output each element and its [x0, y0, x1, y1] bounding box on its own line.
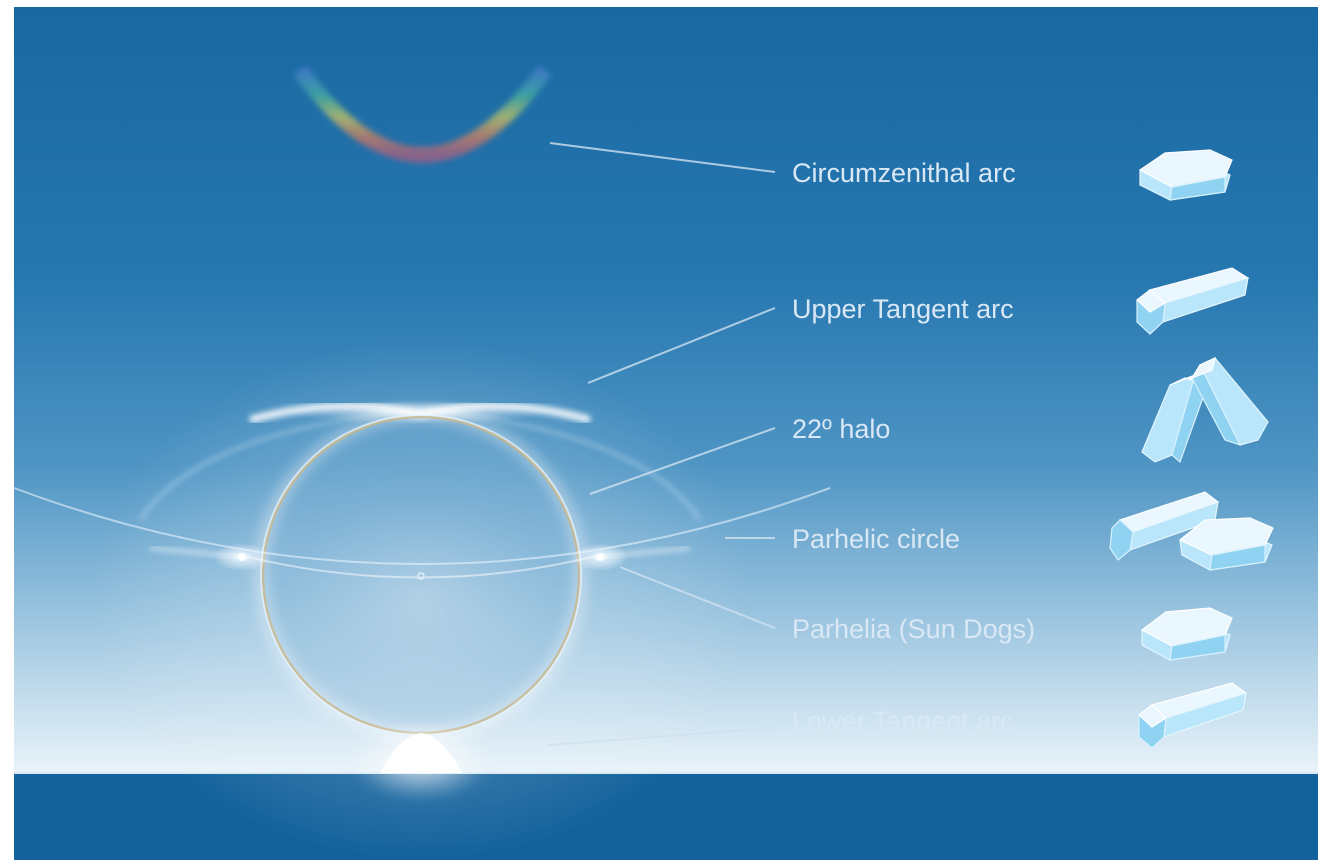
leader-lower-tangent: [547, 727, 776, 746]
label-circumzenithal-arc: Circumzenithal arc: [792, 158, 1016, 188]
random-columns-crystal-icon: [1141, 356, 1269, 464]
halo-22-ring: [254, 408, 588, 742]
label-upper-tangent-arc: Upper Tangent arc: [792, 294, 1014, 324]
label-parhelic-circle: Parhelic circle: [792, 524, 960, 554]
leader-parhelia: [619, 566, 776, 629]
label-parhelia: Parhelia (Sun Dogs): [792, 614, 1035, 644]
sun-glow: [91, 340, 751, 860]
leader-upper-tangent: [587, 307, 776, 384]
plate-crystal-icon-2: [1140, 607, 1233, 661]
circumzenithal-arc: [293, 65, 552, 163]
label-halo-22: 22º halo: [792, 414, 890, 444]
sun-center: [417, 572, 425, 580]
column-crystal-icon: [1136, 267, 1250, 335]
lower-tangent-arc: [351, 720, 491, 800]
column-crystal-icon-2: [1138, 682, 1248, 749]
plate-crystal-icon: [1138, 149, 1233, 201]
label-lower-tangent-arc: Lower Tangent arc: [792, 706, 1014, 736]
parhelia-sun-dogs: [149, 543, 691, 571]
column-and-plate-crystal-icon: [1109, 491, 1274, 571]
parhelic-circle-line: [13, 487, 831, 579]
leader-halo-22: [589, 427, 776, 495]
leader-circumzenithal: [549, 142, 776, 173]
